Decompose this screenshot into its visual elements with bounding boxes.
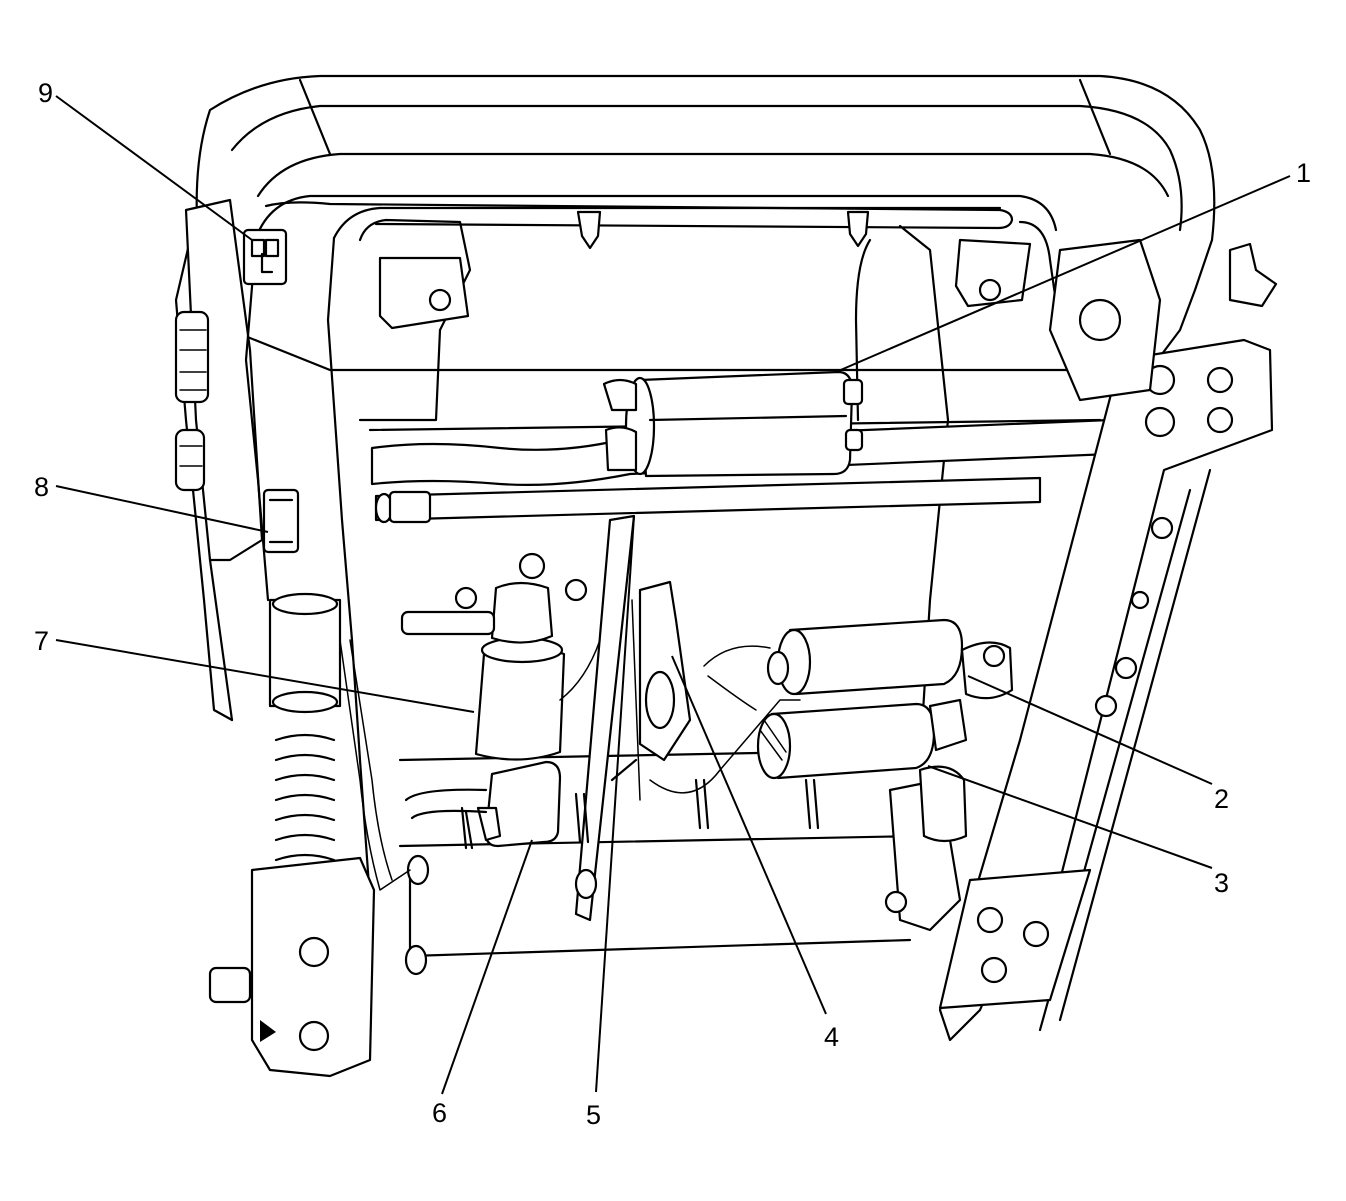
motor-1: [602, 370, 864, 478]
motor-7: [400, 552, 588, 761]
left-side-panel: [174, 198, 264, 722]
leader-line-1: [835, 175, 1291, 373]
lower-center-links: [404, 765, 968, 976]
connector-6: [404, 760, 562, 848]
leader-line-5: [595, 515, 635, 1093]
callout-8: 8: [34, 472, 49, 502]
leader-line-8: [55, 485, 269, 533]
leader-line-9: [55, 95, 253, 241]
seat-module-8: [262, 488, 300, 554]
callout-labels: 1 2 3 4 5 6 7 8 9: [34, 78, 1311, 1130]
callout-9: 9: [38, 78, 53, 108]
callout-2: 2: [1214, 784, 1229, 814]
callout-5: 5: [586, 1100, 601, 1130]
callout-3: 3: [1214, 868, 1229, 898]
motor-2: [766, 618, 1014, 700]
callout-1: 1: [1296, 158, 1311, 188]
leader-line-4: [671, 655, 827, 1015]
leader-lines: [55, 95, 1291, 1095]
motor-3: [756, 698, 968, 780]
leader-line-2: [967, 675, 1213, 785]
leader-line-3: [927, 765, 1213, 869]
leader-line-7: [55, 639, 475, 713]
callout-6: 6: [432, 1098, 447, 1128]
callout-7: 7: [34, 626, 49, 656]
leader-line-6: [441, 839, 533, 1095]
seat-switch-connector-9: [242, 228, 288, 286]
left-spring-assembly: [208, 592, 376, 1078]
right-seat-track: [938, 238, 1278, 1042]
callout-4: 4: [824, 1022, 839, 1052]
cable-strap-5: [574, 514, 638, 922]
transmission-bracket-4: [638, 580, 692, 762]
seat-frame: [244, 194, 1102, 958]
